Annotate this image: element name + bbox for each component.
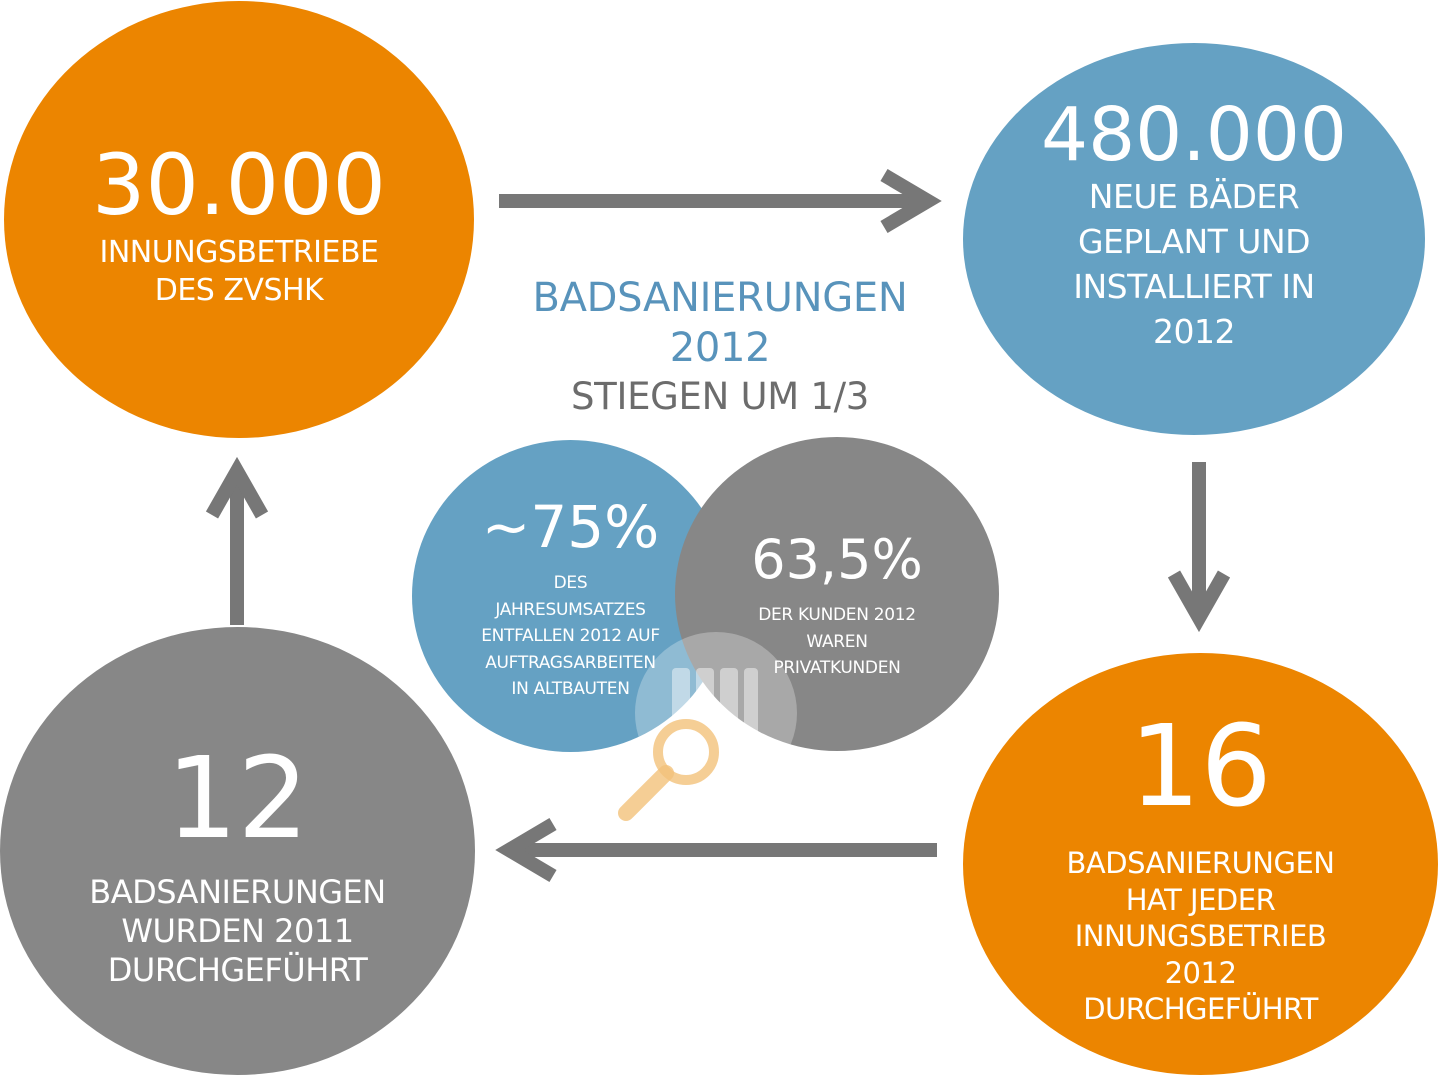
innungsbetriebe-number: 30.000 (92, 136, 386, 234)
badsanierungen-2012-caption: BADSANIERUNGEN HAT JEDER INNUNGSBETRIEB … (1066, 846, 1335, 1027)
innungsbetriebe-caption: INNUNGSBETRIEBE DES ZVSHK (99, 235, 379, 309)
badsanierungen-2011-circle: 12 BADSANIERUNGEN WURDEN 2011 DURCHGEFÜH… (0, 627, 475, 1075)
arrow-up-icon (205, 456, 269, 625)
arrow-left-icon (495, 817, 937, 883)
jahresumsatz-number: ~75% (481, 493, 660, 561)
jahresumsatz-caption: DES JAHRESUMSATZES ENTFALLEN 2012 AUF AU… (481, 573, 660, 700)
center-title-line3: STIEGEN UM 1/3 (571, 375, 869, 418)
neue-baeder-circle: 480.000 NEUE BÄDER GEPLANT UND INSTALLIE… (963, 43, 1425, 435)
badsanierungen-2011-number: 12 (166, 734, 309, 864)
badsanierungen-2012-number: 16 (1129, 702, 1272, 832)
privatkunden-circle: 63,5% DER KUNDEN 2012 WAREN PRIVATKUNDEN (675, 437, 999, 751)
neue-baeder-number: 480.000 (1040, 92, 1347, 178)
privatkunden-number: 63,5% (751, 528, 923, 591)
privatkunden-caption: DER KUNDEN 2012 WAREN PRIVATKUNDEN (758, 605, 916, 679)
center-title-line1: BADSANIERUNGEN (532, 275, 908, 321)
center-title-line2: 2012 (669, 325, 771, 371)
arrow-down-icon (1167, 462, 1231, 633)
badsanierungen-2012-circle: 16 BADSANIERUNGEN HAT JEDER INNUNGSBETRI… (963, 653, 1438, 1075)
arrow-right-icon (499, 168, 942, 234)
badsanierungen-2011-caption: BADSANIERUNGEN WURDEN 2011 DURCHGEFÜHRT (89, 873, 386, 990)
innungsbetriebe-circle: 30.000 INNUNGSBETRIEBE DES ZVSHK (4, 1, 474, 438)
neue-baeder-caption: NEUE BÄDER GEPLANT UND INSTALLIERT IN 20… (1073, 177, 1315, 351)
